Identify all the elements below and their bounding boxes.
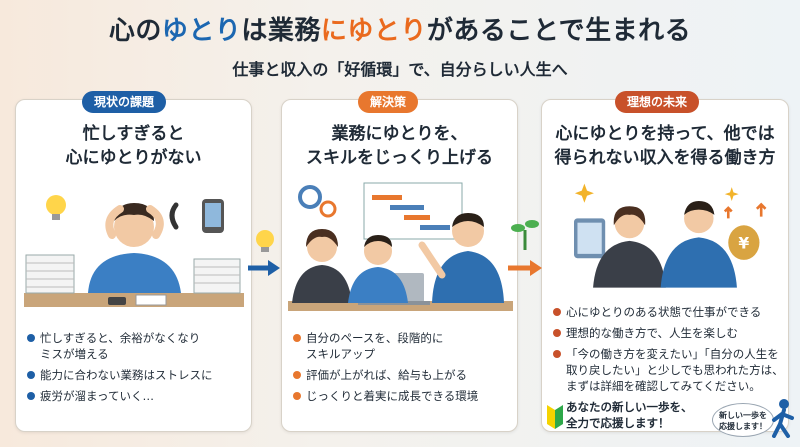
panel-label-current-issue: 現状の課題 [82, 91, 167, 113]
panel-heading-line: 業務にゆとりを、 [331, 124, 468, 144]
bullet-item: 心にゆとりのある状態で仕事ができる [552, 304, 784, 320]
bullet-dot [553, 308, 561, 316]
schedule-board [363, 182, 463, 240]
happy-man [660, 201, 737, 288]
bullet-dot [293, 392, 301, 400]
beginner-mark-icon [547, 405, 563, 429]
closing-message: あなたの新しい一歩を、 全力で応援します！ [566, 400, 693, 430]
yen-bag-icon: ¥ [723, 202, 767, 260]
lightbulb-icon [256, 230, 274, 252]
panel-heading-line: 得られない収入を得る働き方 [554, 148, 776, 168]
title-part: は業務 [241, 16, 321, 46]
panel-ideal-future: 心にゆとりを持って、他では 得られない収入を得る働き方 ¥ [541, 99, 789, 432]
bullet-list: 忙しすぎると、余裕がなくなり ミスが増える 能力に合わない業務はストレスに 疲労… [26, 330, 246, 409]
panel-label-solution: 解決策 [358, 91, 419, 113]
bullet-item: 能力に合わない業務はストレスに [26, 367, 246, 383]
badge-line: 応援します！ [719, 422, 767, 431]
desk [24, 293, 244, 307]
bullet-text: 「今の働き方を変えたい」「自分の人生を 取り戻したい」と少しでも思われた方は、 … [566, 347, 784, 393]
bullet-text: 評価が上がれば、給与も上がる [306, 368, 467, 382]
title-part-highlight: に [320, 16, 348, 46]
right-arrow-icon [508, 260, 542, 276]
stressed-worker-illustration [24, 195, 244, 307]
svg-text:¥: ¥ [738, 235, 749, 253]
team-learning-illustration [288, 182, 513, 311]
ideal-future-illustration: ¥ [574, 183, 767, 288]
panel-heading-line: スキルをじっくり上げる [306, 148, 493, 168]
panel-heading: 忙しすぎると 心にゆとりがない [16, 122, 251, 170]
title-part-highlight: ゆとり [161, 16, 242, 46]
bullet-text: 忙しすぎると、余裕がなくなり ミスが増える [40, 331, 201, 361]
title-part: 心の [108, 16, 162, 46]
bullet-item: 理想的な働き方で、人生を楽しむ [552, 325, 784, 341]
mentor [418, 213, 504, 303]
panel-label-ideal-future: 理想の未来 [615, 91, 700, 113]
bullet-dot [27, 392, 35, 400]
paper-stack-right [193, 258, 241, 294]
walking-person-icon [772, 399, 794, 438]
title-part-highlight: ゆとり [347, 16, 427, 46]
bullet-list: 心にゆとりのある状態で仕事ができる 理想的な働き方で、人生を楽しむ 「今の働き方… [552, 304, 784, 431]
telephone-icon [169, 202, 179, 230]
bullet-dot [27, 334, 35, 342]
badge-line: 新しい一歩を [719, 411, 767, 420]
panel-heading-line: 心にゆとりを持って、他では [555, 124, 775, 144]
panel-heading-line: 忙しすぎると [82, 124, 185, 144]
bullet-dot [293, 334, 301, 342]
bullet-list: 自分のペースを、段階的に スキルアップ 評価が上がれば、給与も上がる じっくりと… [292, 330, 512, 409]
bullet-item: じっくりと着実に成長できる環境 [292, 388, 512, 404]
subtitle: 仕事と収入の「好循環」で、自分らしい人生へ [232, 60, 568, 79]
bullet-item: 疲労が溜まっていく… [26, 388, 246, 404]
desk [288, 301, 513, 311]
male-trainee [348, 235, 408, 303]
tablet-icon [574, 218, 606, 259]
bullet-dot [553, 329, 561, 337]
encouragement-badge: 新しい一歩を 応援します！ [712, 403, 774, 437]
bullet-text: 理想的な働き方で、人生を楽しむ [566, 326, 739, 340]
sprout-icon [511, 220, 539, 250]
woman-trainee [292, 229, 352, 303]
paper-stack-left [25, 254, 75, 294]
panel-heading-line: 心にゆとりがない [65, 148, 202, 168]
page-title: 心のゆとりは業務にゆとりがあることで生まれる [0, 10, 800, 47]
bullet-item: 忙しすぎると、余裕がなくなり ミスが増える [26, 330, 246, 362]
panel-heading: 心にゆとりを持って、他では 得られない収入を得る働き方 [542, 122, 788, 170]
lightbulb-icon [46, 195, 66, 220]
bullet-item: 評価が上がれば、給与も上がる [292, 367, 512, 383]
desk-phone-icon [108, 297, 126, 305]
phone-icon [202, 199, 224, 233]
sparkle-icon [574, 183, 739, 203]
stressed-worker [88, 203, 181, 293]
panel-current-issue: 忙しすぎると 心にゆとりがない [15, 99, 252, 432]
bullet-dot [553, 350, 561, 358]
bullet-dot [27, 371, 35, 379]
bullet-dot [293, 371, 301, 379]
gear-icon [298, 185, 337, 218]
title-part: があることで生まれる [426, 16, 692, 46]
happy-woman [593, 206, 666, 288]
bullet-text: 能力に合わない業務はストレスに [40, 368, 213, 382]
bullet-item: 「今の働き方を変えたい」「自分の人生を 取り戻したい」と少しでも思われた方は、 … [552, 346, 784, 394]
panel-heading: 業務にゆとりを、 スキルをじっくり上げる [282, 122, 517, 170]
bullet-text: じっくりと着実に成長できる環境 [306, 389, 479, 403]
right-arrow-icon [248, 260, 280, 276]
bullet-text: 自分のペースを、段階的に スキルアップ [306, 331, 444, 361]
bullet-text: 心にゆとりのある状態で仕事ができる [566, 305, 762, 319]
desk-document [135, 294, 167, 306]
bullet-text: 疲労が溜まっていく… [40, 389, 154, 403]
panel-solution: 業務にゆとりを、 スキルをじっくり上げる [281, 99, 518, 432]
bullet-item: 自分のペースを、段階的に スキルアップ [292, 330, 512, 362]
